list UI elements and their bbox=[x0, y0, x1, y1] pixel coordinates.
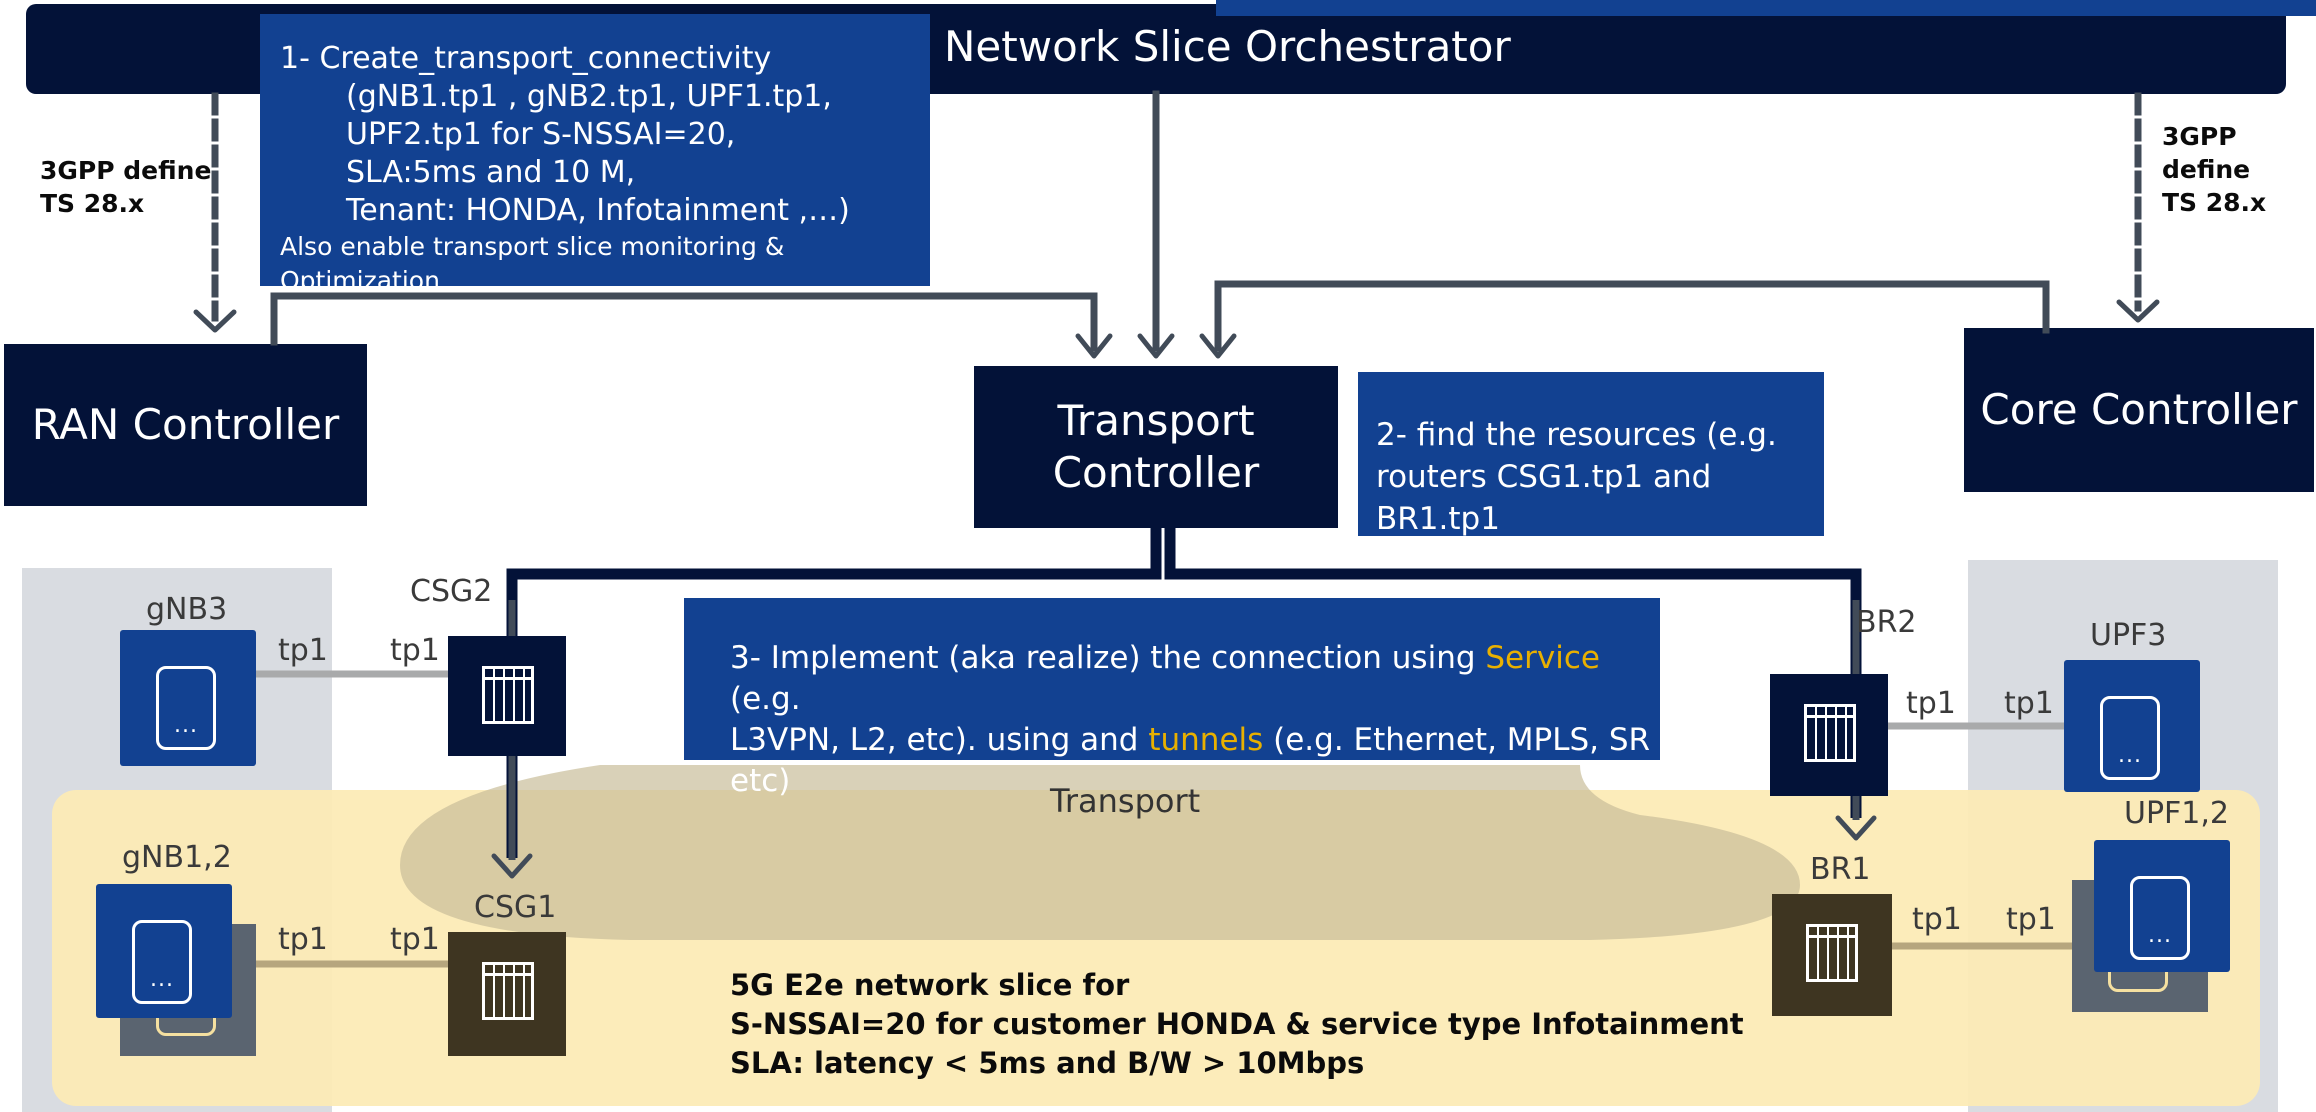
transport-cloud-label: Transport bbox=[1050, 782, 1201, 820]
step3-tunnels: tunnels bbox=[1148, 722, 1264, 758]
upf12-label: UPF1,2 bbox=[2124, 796, 2230, 831]
router-icon bbox=[1804, 704, 1856, 762]
gnb1-device[interactable]: ... bbox=[96, 884, 232, 1018]
tablet-icon: ... bbox=[156, 666, 216, 750]
upf3-label: UPF3 bbox=[2090, 618, 2167, 653]
tablet-icon: ... bbox=[2100, 696, 2160, 780]
step1-line3: UPF2.tp1 for S-NSSAI=20, bbox=[346, 117, 736, 152]
gnb12-label: gNB1,2 bbox=[122, 840, 232, 875]
step1-line1: 1- Create_transport_connectivity bbox=[280, 41, 772, 76]
ran-to-transport-line bbox=[270, 292, 1098, 352]
ran-controller-label: RAN Controller bbox=[31, 400, 340, 449]
right-3gpp-line1: 3GPP define bbox=[2162, 122, 2251, 184]
step3-text2: (e.g. bbox=[730, 681, 801, 717]
step3-line1: 3- Implement (aka realize) the connectio… bbox=[730, 638, 1660, 720]
slice-line1: 5G E2e network slice for bbox=[730, 968, 1130, 1002]
left-3gpp-label: 3GPP define TS 28.x bbox=[40, 154, 211, 220]
router-icon bbox=[482, 962, 534, 1020]
step3-text4: (e.g. Ethernet, MPLS, SR etc) bbox=[730, 722, 1651, 799]
step1-line2: (gNB1.tp1 , gNB2.tp1, UPF1.tp1, bbox=[346, 79, 832, 114]
core-to-transport-line bbox=[1214, 280, 2050, 352]
slice-line3: SLA: latency < 5ms and B/W > 10Mbps bbox=[730, 1046, 1365, 1080]
right-3gpp-line2: TS 28.x bbox=[2162, 188, 2267, 217]
step1-line6: Also enable transport slice monitoring &… bbox=[280, 232, 785, 295]
gnb3-device[interactable]: ... bbox=[120, 630, 256, 766]
br1-label: BR1 bbox=[1810, 852, 1871, 887]
csg1-label: CSG1 bbox=[474, 890, 557, 925]
slice-line2: S-NSSAI=20 for customer HONDA & service … bbox=[730, 1007, 1744, 1041]
slice-description: 5G E2e network slice for S-NSSAI=20 for … bbox=[730, 966, 1744, 1083]
csg1-tp-label: tp1 bbox=[390, 922, 440, 957]
left-3gpp-line1: 3GPP define bbox=[40, 156, 212, 185]
transport-controller-label-2: Controller bbox=[1052, 448, 1260, 497]
step1-box: 1- Create_transport_connectivity (gNB1.t… bbox=[260, 14, 930, 295]
csg2-label: CSG2 bbox=[410, 574, 493, 609]
step3-text3: L3VPN, L2, etc). using and bbox=[730, 722, 1149, 758]
gnb3-label: gNB3 bbox=[146, 592, 228, 627]
br1-tp-label: tp1 bbox=[1912, 902, 1962, 937]
br2-label: BR2 bbox=[1856, 605, 1917, 640]
step3-text1: 3- Implement (aka realize) the connectio… bbox=[730, 640, 1486, 676]
csg1-router[interactable] bbox=[448, 932, 566, 1056]
gnb12-tp-label: tp1 bbox=[278, 922, 328, 957]
right-3gpp-label: 3GPP define TS 28.x bbox=[2162, 120, 2316, 219]
gnb3-tp-label: tp1 bbox=[278, 633, 328, 668]
transport-cloud bbox=[400, 765, 1800, 940]
step3-service: Service bbox=[1485, 640, 1600, 676]
upf3-tp-label: tp1 bbox=[2004, 686, 2054, 721]
step1-line4: SLA:5ms and 10 M, bbox=[346, 155, 636, 190]
router-icon bbox=[482, 666, 534, 724]
step3-box: 3- Implement (aka realize) the connectio… bbox=[684, 598, 1660, 799]
step1-line5: Tenant: HONDA, Infotainment ,…) bbox=[346, 193, 850, 228]
orchestrator-title: Network Slice Orchestrator bbox=[944, 22, 1511, 71]
top-blue-strip bbox=[1216, 0, 2316, 16]
csg2-router[interactable] bbox=[448, 636, 566, 756]
step2-line1: 2- find the resources (e.g. bbox=[1376, 417, 1777, 453]
upf3-device[interactable]: ... bbox=[2064, 660, 2200, 792]
core-controller[interactable]: Core Controller bbox=[1964, 328, 2314, 492]
br2-router[interactable] bbox=[1770, 674, 1888, 796]
tablet-icon: ... bbox=[132, 920, 192, 1004]
br1-router[interactable] bbox=[1772, 894, 1892, 1016]
csg2-tp-label: tp1 bbox=[390, 633, 440, 668]
step2-box: 2- find the resources (e.g. routers CSG1… bbox=[1358, 372, 1824, 537]
router-icon bbox=[1806, 924, 1858, 982]
br2-tp-label: tp1 bbox=[1906, 686, 1956, 721]
ran-controller[interactable]: RAN Controller bbox=[4, 344, 367, 506]
step3-line2: L3VPN, L2, etc). using and tunnels (e.g.… bbox=[730, 720, 1660, 802]
upf12-tp-label: tp1 bbox=[2006, 902, 2056, 937]
transport-controller[interactable]: Transport Controller bbox=[974, 366, 1338, 528]
core-controller-label: Core Controller bbox=[1980, 385, 2298, 434]
transport-controller-label-1: Transport bbox=[1057, 396, 1255, 445]
step2-line2: routers CSG1.tp1 and BR1.tp1 bbox=[1376, 459, 1712, 537]
left-3gpp-line2: TS 28.x bbox=[40, 189, 145, 218]
upf1-device[interactable]: ... bbox=[2094, 840, 2230, 972]
transport-to-csg1-line bbox=[506, 528, 1162, 858]
tablet-icon: ... bbox=[2130, 876, 2190, 960]
transport-to-br1-line bbox=[1164, 528, 1862, 818]
